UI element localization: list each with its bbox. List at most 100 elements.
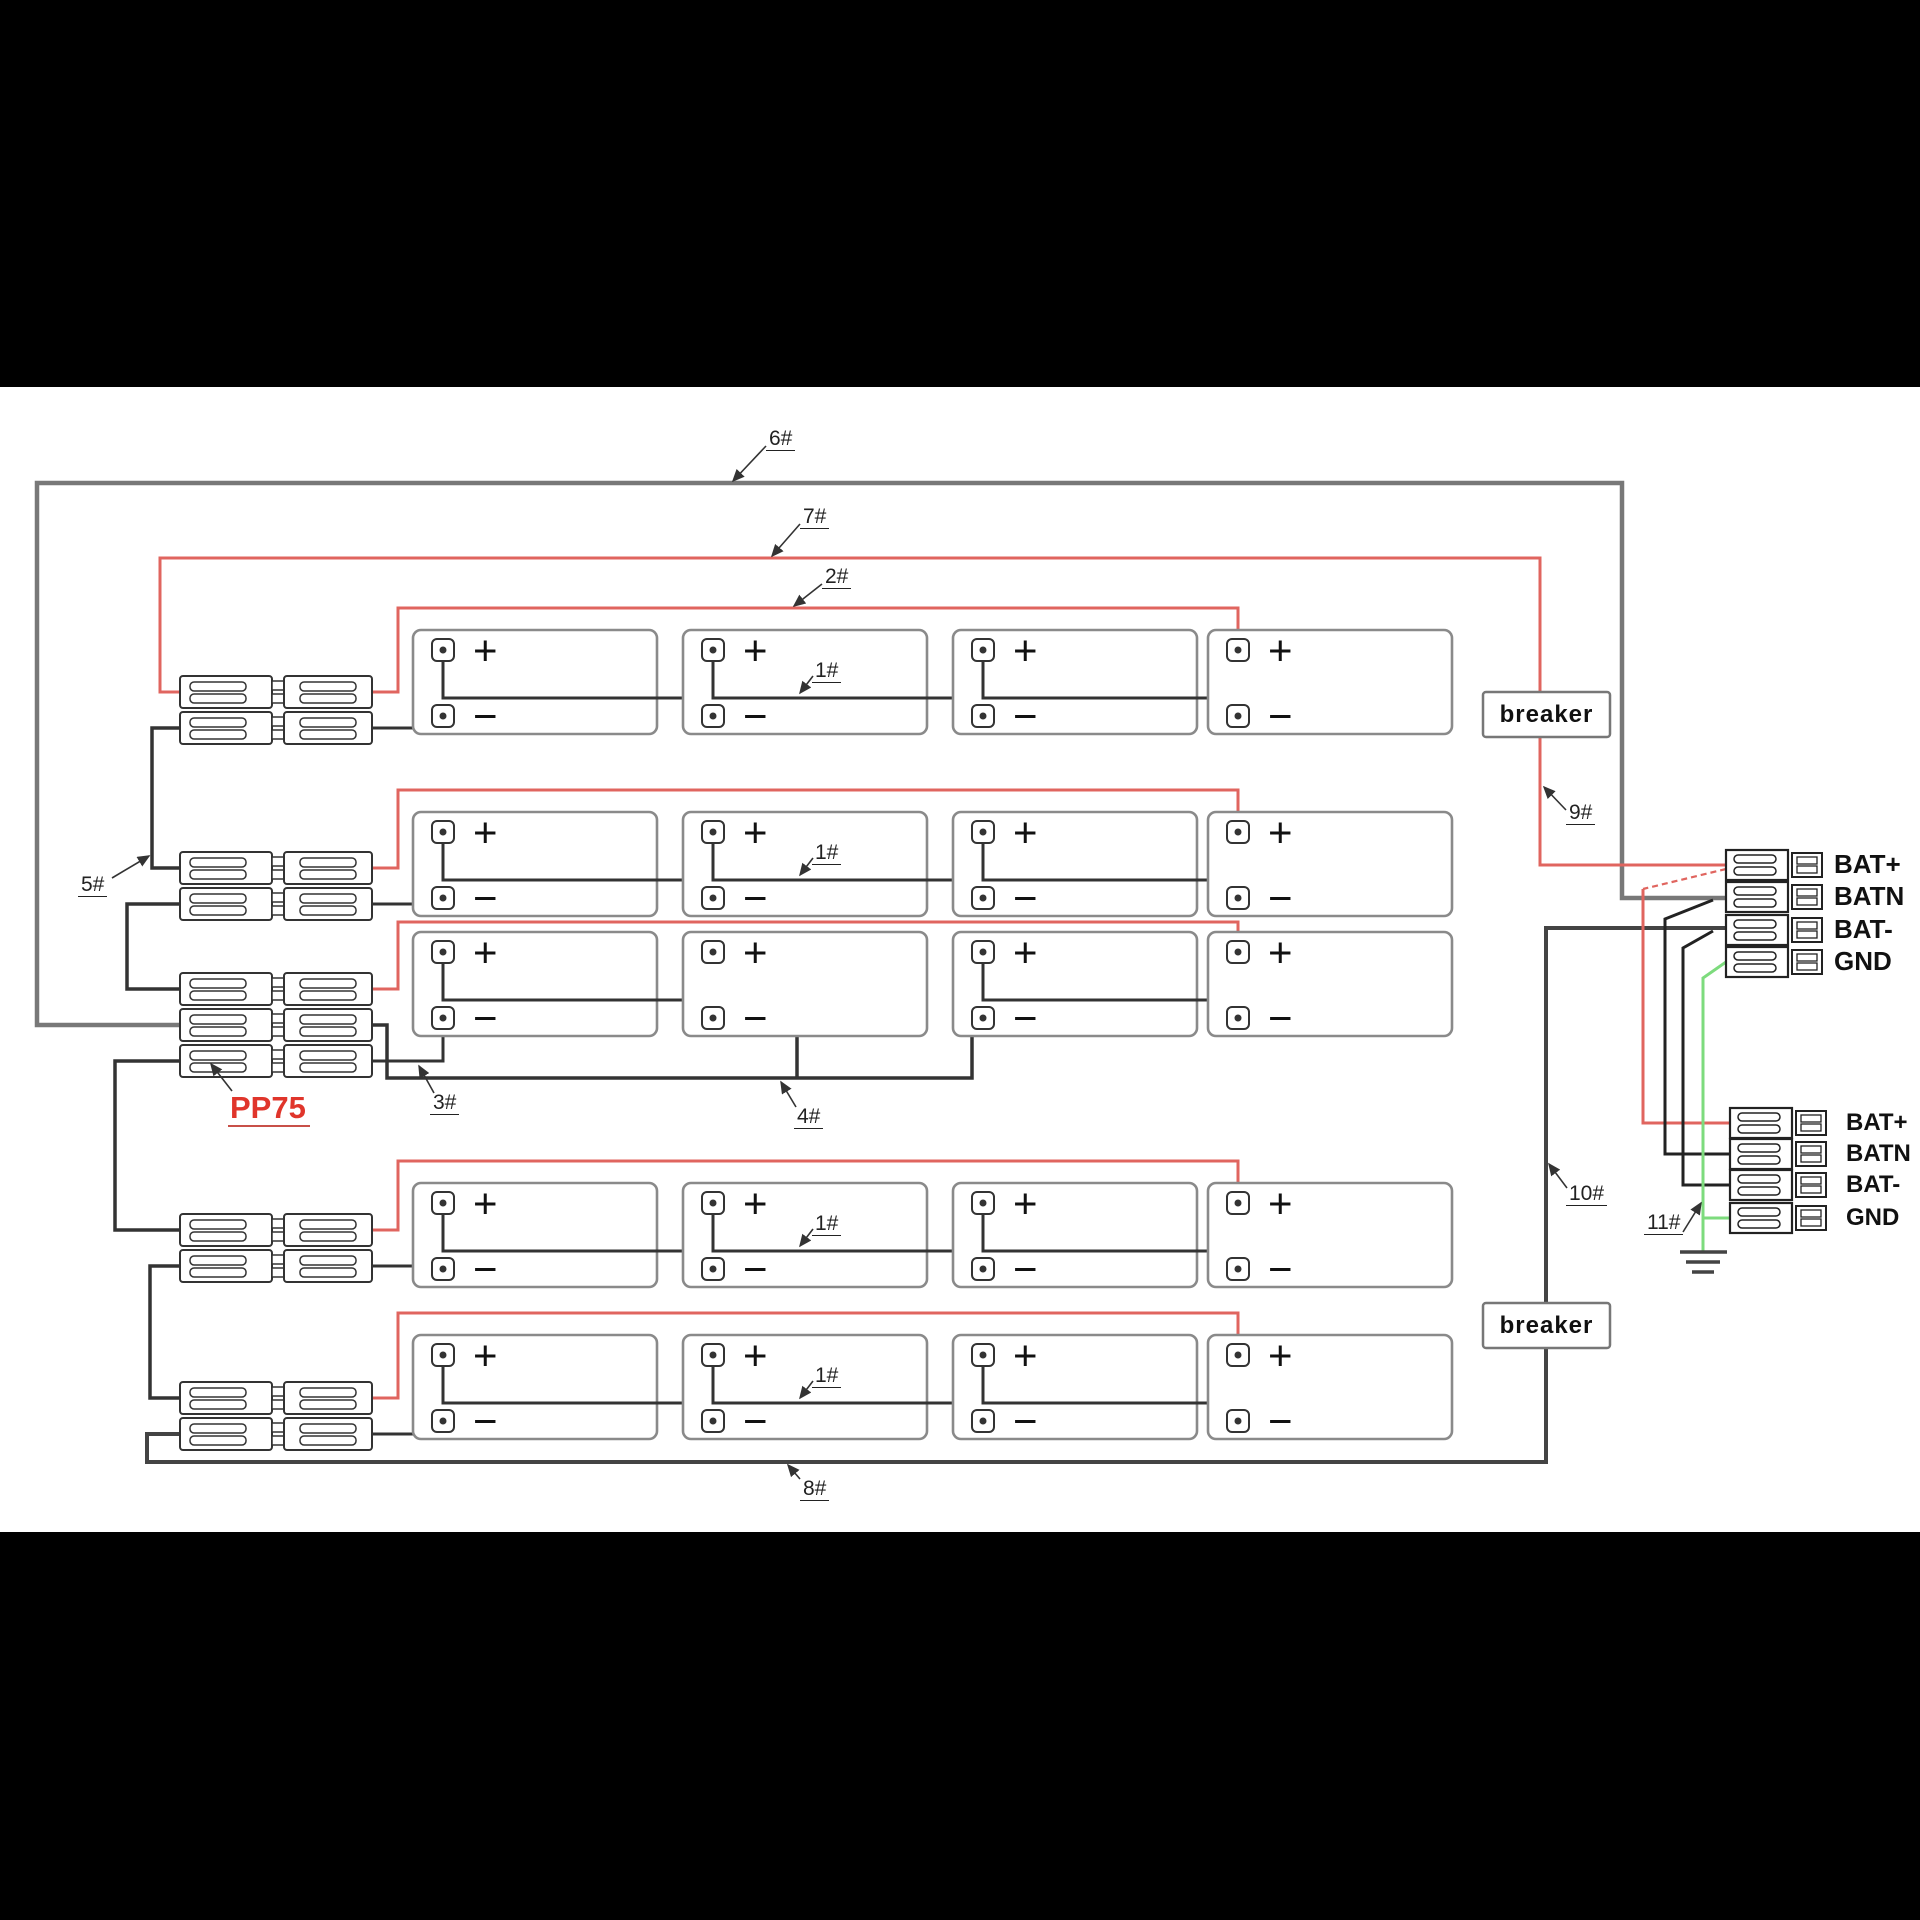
bat1-plus-connector-slot — [1796, 856, 1818, 865]
bat2-plus-connector-slot — [1800, 1114, 1822, 1123]
bat1-neutral-connector-slot — [1796, 897, 1818, 906]
leader-2 — [792, 583, 823, 607]
bat1-plus-label: BAT+ — [1834, 849, 1901, 879]
bat2-plus-connector-slot — [1737, 1112, 1781, 1122]
battery-negative-sign: − — [473, 995, 498, 1042]
battery-terminal-positive-pin — [1234, 1351, 1242, 1359]
battery-positive-sign: + — [743, 929, 768, 976]
battery-terminal-negative-pin — [709, 894, 717, 902]
pp75-seam-tab — [271, 1013, 285, 1024]
bat2-neutral-label: BATN — [1846, 1140, 1911, 1167]
battery-terminal-positive-pin — [709, 1351, 717, 1359]
pp75-seam-tab — [271, 1218, 285, 1229]
pp75-slot — [189, 1231, 247, 1242]
pp75-slot — [189, 1026, 247, 1037]
battery-terminal-negative-pin — [709, 1265, 717, 1273]
battery-positive-sign: + — [1268, 1180, 1293, 1227]
battery-box-row1-col4 — [1206, 628, 1454, 736]
pp75-slot — [189, 893, 247, 904]
pp75-slot — [299, 1435, 357, 1446]
battery-terminal-negative-pin — [439, 1265, 447, 1273]
wire-label-4: 4# — [794, 1106, 824, 1129]
bat2-minus-connector-slot — [1737, 1186, 1781, 1196]
wire-label-1-row4: 1# — [812, 1213, 842, 1236]
battery-negative-sign: − — [743, 693, 768, 740]
battery-negative-sign: − — [1013, 693, 1038, 740]
pp75-slot — [299, 729, 357, 740]
battery-terminal-positive-pin — [709, 948, 717, 956]
bat1-neutral-connector-slot — [1733, 886, 1777, 896]
wire-6-batn-midtap — [34, 480, 1726, 1028]
wire-label-1-row5: 1# — [812, 1365, 842, 1388]
leader-1-row4 — [799, 1228, 814, 1248]
battery-negative-sign: − — [1013, 995, 1038, 1042]
pp75-slot — [189, 905, 247, 916]
battery-terminal-negative-pin — [439, 1014, 447, 1022]
battery-negative-sign: − — [1013, 875, 1038, 922]
wire-label-5: 5# — [78, 874, 108, 897]
battery-terminal-positive-pin — [979, 828, 987, 836]
battery-terminal-negative-pin — [979, 1417, 987, 1425]
battery-terminal-positive-pin — [979, 646, 987, 654]
bat2-gnd-label: GND — [1846, 1204, 1900, 1231]
battery-terminal-negative-pin — [1234, 712, 1242, 720]
battery-terminal-negative-pin — [979, 712, 987, 720]
pp75-slot — [299, 869, 357, 880]
battery-positive-sign: + — [743, 1180, 768, 1227]
battery-terminal-negative-pin — [979, 894, 987, 902]
pp75-seam-tab — [271, 1026, 285, 1037]
pp75-slot — [189, 729, 247, 740]
battery-negative-sign: − — [473, 693, 498, 740]
pp75-connector-label: PP75 — [228, 1092, 310, 1127]
breaker2-box — [1481, 1301, 1612, 1350]
wire-3-row3-negative — [372, 1029, 445, 1063]
battery-positive-sign: + — [743, 627, 768, 674]
battery-box-row3-col4 — [1206, 930, 1454, 1038]
wire-5-chain-row1-row2 — [150, 726, 180, 870]
battery-negative-sign: − — [743, 875, 768, 922]
bat1-neutral-connector-slot — [1733, 898, 1777, 908]
pp75-slot — [189, 1050, 247, 1061]
battery-terminal-positive-pin — [709, 646, 717, 654]
label-leaders — [111, 445, 1702, 1480]
bat1-minus-connector-slot — [1796, 930, 1818, 939]
leader-3 — [418, 1064, 435, 1094]
battery-terminal-positive-pin — [439, 948, 447, 956]
pp75-slot — [299, 681, 357, 692]
battery-terminal-negative-pin — [1234, 1014, 1242, 1022]
bat2-neutral-connector-slot — [1800, 1145, 1822, 1154]
red-rail-row3 — [372, 920, 1240, 991]
bat1-minus-label: BAT- — [1834, 914, 1893, 944]
pp75-slot — [189, 1062, 247, 1073]
battery-terminal-positive-pin — [439, 1199, 447, 1207]
wire-2-red-rail-row1 — [372, 606, 1240, 694]
pp75-seam-tab — [271, 1231, 285, 1242]
breaker1-label: breaker — [1499, 701, 1594, 728]
pp75-slot — [299, 1423, 357, 1434]
wire-8-negative-return — [145, 1348, 1548, 1464]
pp75-slot — [299, 1231, 357, 1242]
battery-terminal-negative-pin — [1234, 894, 1242, 902]
pp75-seam-tab — [271, 1049, 285, 1060]
pp75-slot — [299, 1255, 357, 1266]
pp75-slot — [189, 1435, 247, 1446]
pp75-slot — [299, 905, 357, 916]
breaker1-box — [1481, 690, 1612, 739]
battery-box-row4-col1 — [411, 1181, 659, 1289]
battery-terminal-positive-pin — [709, 828, 717, 836]
pp75-slot — [299, 1014, 357, 1025]
pp75-seam-tab — [271, 1254, 285, 1265]
bat2-plus-connector-slot — [1737, 1124, 1781, 1134]
pp75-slot — [189, 1399, 247, 1410]
leader-9 — [1542, 785, 1567, 811]
pp75-slot — [189, 990, 247, 1001]
bat2-plus-label: BAT+ — [1846, 1109, 1908, 1136]
pp75-seam-tab — [271, 892, 285, 903]
battery-box-row2-col1 — [411, 810, 659, 918]
bat2-minus-connector-slot — [1800, 1185, 1822, 1194]
pp75-slot — [299, 857, 357, 868]
battery-negative-sign: − — [1268, 1398, 1293, 1445]
battery-terminal-positive-pin — [1234, 828, 1242, 836]
pp75-slot — [189, 1387, 247, 1398]
